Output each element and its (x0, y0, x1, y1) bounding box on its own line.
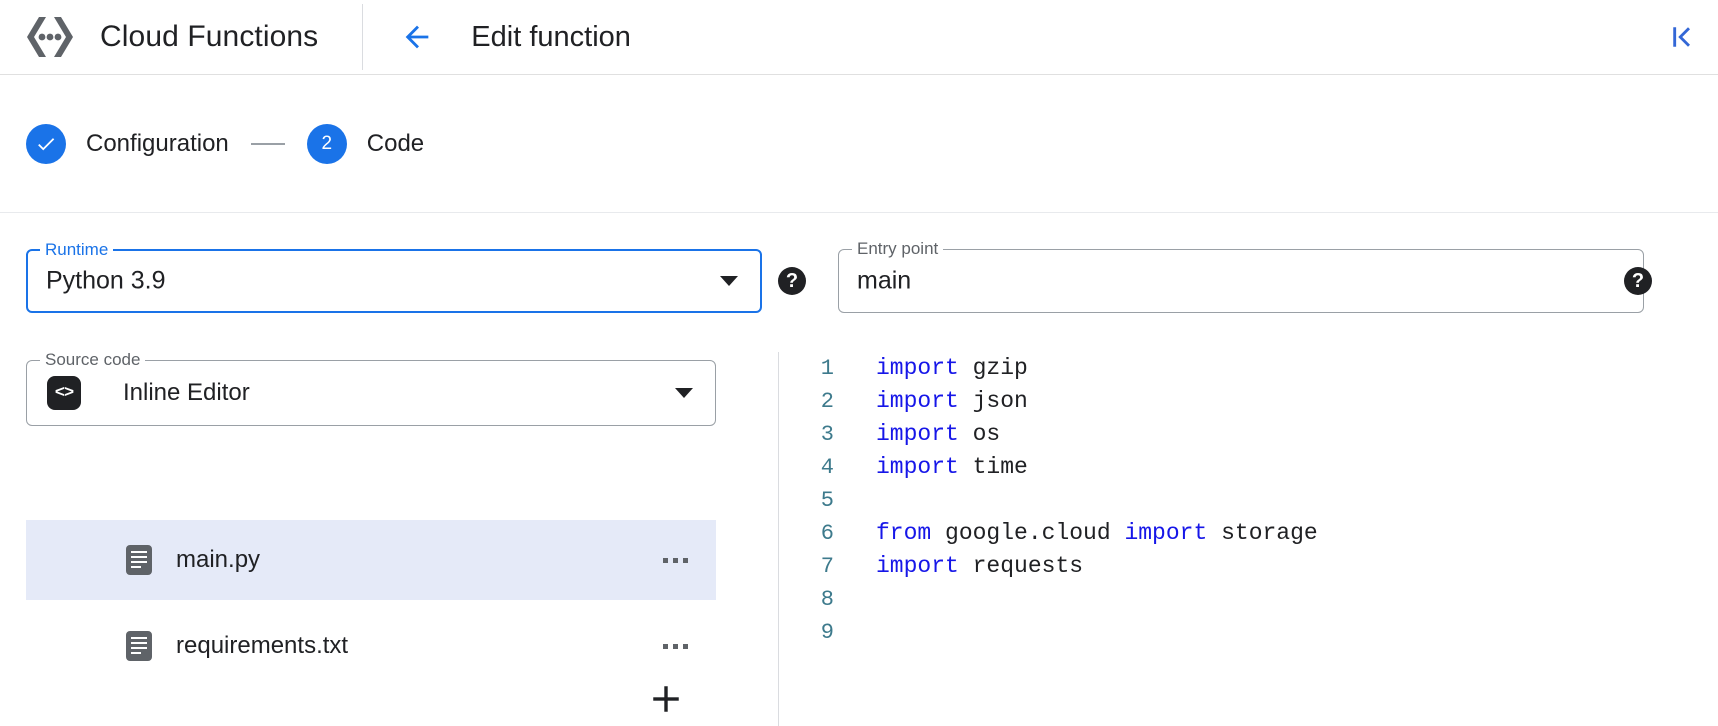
code-text[interactable]: import json (876, 385, 1028, 418)
code-line: 3 import os (790, 418, 1710, 451)
code-plain: google.cloud (931, 520, 1125, 546)
add-icon (653, 686, 679, 712)
editor-divider (778, 352, 779, 726)
source-code-label: Source code (40, 350, 146, 370)
code-line: 2 import json (790, 385, 1710, 418)
code-text[interactable]: import time (876, 451, 1028, 484)
step-code-label: Code (366, 129, 425, 157)
line-number: 6 (820, 521, 834, 546)
entry-point-label: Entry point (852, 239, 944, 259)
source-code-value: Inline Editor (123, 379, 250, 406)
step-code[interactable]: 2 Code (306, 123, 425, 164)
add-file-button[interactable] (646, 679, 686, 719)
code-line: 7 import requests (790, 550, 1710, 583)
collapse-panel-button[interactable] (1660, 15, 1704, 59)
step-configuration[interactable]: Configuration (26, 123, 229, 164)
code-line: 1 import gzip (790, 352, 1710, 385)
code-brackets-icon: <> (47, 376, 81, 410)
back-button[interactable] (393, 13, 441, 61)
code-text[interactable]: from google.cloud import storage (876, 517, 1318, 550)
code-line: 8 (790, 583, 1710, 616)
brand-title: Cloud Functions (100, 20, 319, 53)
code-keyword: import (876, 355, 959, 381)
code-plain: os (958, 421, 1001, 447)
runtime-select[interactable]: Runtime Python 3.9 (26, 240, 762, 313)
step-code-marker: 2 (306, 123, 347, 164)
code-keyword: import (876, 388, 959, 414)
code-plain: json (958, 388, 1028, 414)
entry-point-value[interactable]: main (857, 266, 912, 295)
step-connector (250, 142, 285, 145)
code-brackets-glyph: <> (54, 383, 74, 403)
chevron-down-icon[interactable] (675, 388, 693, 398)
app-header: Cloud Functions Edit function (0, 0, 1718, 75)
wizard-stepper: Configuration 2 Code (0, 75, 1718, 213)
file-name: main.py (176, 546, 261, 573)
code-plain: storage (1207, 520, 1318, 546)
file-list-item-main-py[interactable]: main.py (26, 520, 716, 600)
line-number: 9 (820, 620, 834, 645)
code-keyword: import (876, 421, 959, 447)
entry-point-field[interactable]: Entry point main (838, 239, 1644, 313)
code-plain: gzip (958, 355, 1028, 381)
runtime-help-icon[interactable]: ? (778, 267, 806, 295)
line-number: 8 (820, 587, 834, 612)
line-number: 4 (820, 455, 834, 480)
runtime-value: Python 3.9 (46, 266, 166, 295)
code-keyword: import (876, 454, 959, 480)
more-options-icon[interactable] (663, 557, 688, 563)
file-name: requirements.txt (176, 632, 349, 659)
code-text[interactable]: import gzip (876, 352, 1028, 385)
code-line: 4 import time (790, 451, 1710, 484)
line-number: 5 (820, 488, 834, 513)
code-keyword: import (1124, 520, 1208, 546)
arrow-left-icon (405, 25, 429, 49)
page-body: Runtime Python 3.9 ? Entry point main ? … (0, 213, 1718, 725)
line-number: 7 (820, 554, 834, 579)
code-line: 9 (790, 616, 1710, 649)
more-options-icon[interactable] (663, 643, 688, 649)
entry-point-help-icon[interactable]: ? (1624, 267, 1652, 295)
code-plain: time (958, 454, 1028, 480)
code-line: 5 (790, 484, 1710, 517)
code-plain: requests (958, 553, 1084, 579)
brand[interactable]: Cloud Functions (0, 13, 318, 61)
source-code-select[interactable]: Source code <> Inline Editor (26, 350, 716, 426)
line-number: 3 (820, 422, 834, 447)
cloud-functions-logo-icon (22, 13, 78, 61)
file-list-item-requirements-txt[interactable]: requirements.txt (26, 606, 716, 686)
code-keyword: from (876, 520, 932, 546)
runtime-label: Runtime (40, 240, 114, 260)
header-divider (362, 4, 364, 70)
code-text[interactable]: import os (876, 418, 1000, 451)
code-line: 6 from google.cloud import storage (790, 517, 1710, 550)
chevron-down-icon[interactable] (720, 276, 738, 286)
page-title: Edit function (471, 20, 631, 53)
code-editor[interactable]: 1 import gzip 2 import json 3 import os 4 impor… (790, 352, 1710, 726)
line-number: 2 (820, 389, 834, 414)
step-configuration-marker (26, 123, 66, 164)
line-number: 1 (820, 356, 834, 381)
file-icon (126, 631, 152, 661)
step-configuration-label: Configuration (86, 129, 229, 157)
code-text[interactable]: import requests (876, 550, 1083, 583)
first-page-icon (1673, 27, 1690, 47)
check-icon (38, 137, 55, 150)
code-keyword: import (876, 553, 959, 579)
file-icon (126, 545, 152, 575)
